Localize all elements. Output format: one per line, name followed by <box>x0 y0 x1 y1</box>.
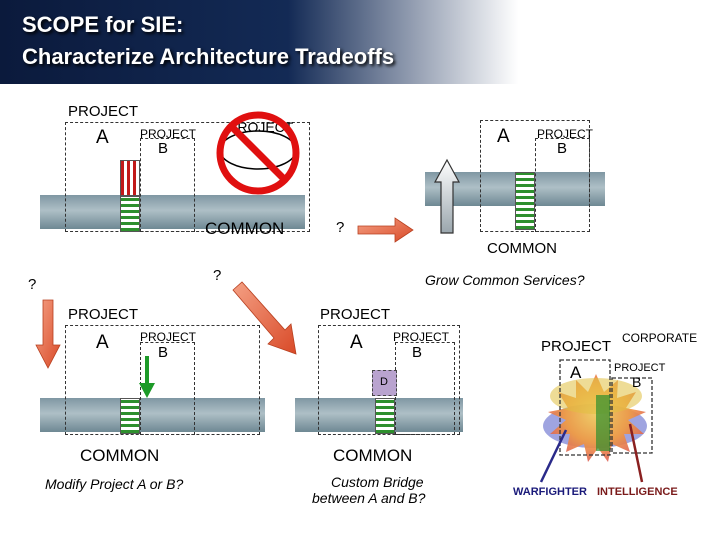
bridge-caption-line2: between A and B? <box>312 490 426 506</box>
project-box-bottom-middle <box>318 325 460 435</box>
common-label-top-right: COMMON <box>487 240 557 257</box>
project-a-bottom-middle: A <box>350 332 363 353</box>
warfighter-label: WARFIGHTER <box>513 486 587 498</box>
slide-title-line2: Characterize Architecture Tradeoffs <box>22 44 395 69</box>
project-b-label-bottom-right: PROJECT <box>614 362 666 374</box>
project-b-label-bottom-middle: PROJECT <box>393 330 450 344</box>
green-bar-bottom-middle <box>375 398 395 434</box>
green-bar-top-left <box>120 196 140 232</box>
intelligence-label: INTELLIGENCE <box>597 486 678 498</box>
project-label-bottom-left: PROJECT <box>68 306 139 323</box>
grow-common-caption: Grow Common Services? <box>425 272 585 288</box>
project-b-box-top-left <box>140 138 195 232</box>
bridge-caption-line1: Custom Bridge <box>331 474 424 490</box>
project-b-label-top-right: PROJECT <box>537 127 594 141</box>
arrow-right-icon <box>357 217 414 243</box>
project-b-bottom-right: B <box>632 374 642 390</box>
project-label-bottom-right: PROJECT <box>541 338 612 355</box>
project-d-box <box>372 370 397 396</box>
arrow-diagonal-question: ? <box>213 267 222 284</box>
green-arrow-icon <box>139 383 155 398</box>
common-band-top-left <box>40 195 305 229</box>
warfighter-pointer <box>539 429 568 483</box>
project-a-bottom-left: A <box>96 332 109 353</box>
project-a-top-right: A <box>497 126 510 147</box>
green-bar-bottom-left <box>120 398 140 434</box>
project-d: D <box>380 376 388 388</box>
red-bar-top-left <box>120 160 140 196</box>
common-label-bottom-left: COMMON <box>80 446 160 465</box>
project-b-bottom-middle: B <box>412 344 423 361</box>
green-bar-bottom-right <box>596 395 610 451</box>
arrow-right-question: ? <box>336 219 345 236</box>
project-b-box-top-right <box>535 138 590 232</box>
project-b-label-top-left: PROJECT <box>140 127 197 141</box>
arrow-down-question: ? <box>28 276 37 293</box>
project-b-bottom-left: B <box>158 344 169 361</box>
project-b-top-left: B <box>158 140 169 157</box>
arrow-up-icon <box>433 158 461 234</box>
project-a-top-left: A <box>96 127 109 148</box>
title-banner <box>0 0 720 84</box>
project-label-top-left: PROJECT <box>68 103 139 120</box>
corporate-label: CORPORATE <box>622 331 698 345</box>
green-bar-top-right <box>515 172 535 230</box>
project-b-top-right: B <box>557 140 568 157</box>
common-label-bottom-middle: COMMON <box>333 446 413 465</box>
common-band-bottom-left <box>40 398 265 432</box>
arrow-diagonal-icon <box>232 281 297 355</box>
intelligence-pointer <box>628 423 644 483</box>
project-b-box-bottom-left <box>140 342 195 435</box>
project-b-box-bottom-right <box>611 377 653 454</box>
no-sign-icon <box>216 111 300 195</box>
project-label-bottom-middle: PROJECT <box>320 306 391 323</box>
slide-title-line1: SCOPE for SIE: <box>22 12 184 37</box>
modify-caption: Modify Project A or B? <box>45 476 184 492</box>
common-label-top-left: COMMON <box>205 219 285 238</box>
no-sign-slash <box>228 123 288 183</box>
project-a-bottom-right: A <box>570 363 582 382</box>
project-b-label-bottom-left: PROJECT <box>140 330 197 344</box>
arrow-down-icon <box>35 299 61 369</box>
